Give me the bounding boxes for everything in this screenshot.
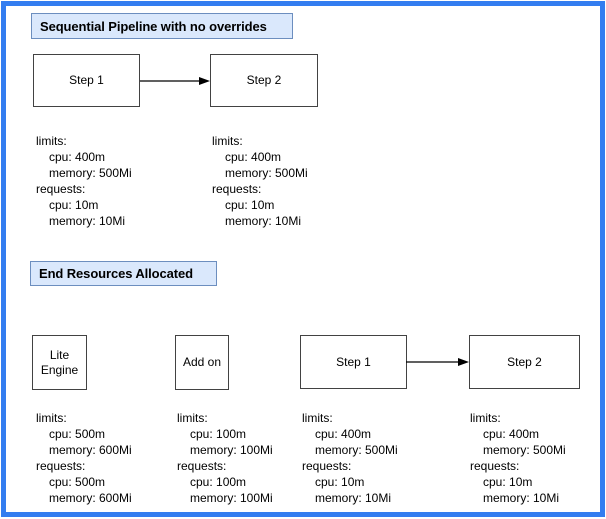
node-bottom-step-1: Step 1 bbox=[300, 335, 407, 389]
resource-line: cpu: 10m bbox=[483, 475, 533, 489]
resource-line: cpu: 10m bbox=[315, 475, 365, 489]
node-bottom-step-2: Step 2 bbox=[469, 335, 580, 389]
resource-line: memory: 100Mi bbox=[190, 491, 273, 505]
node-lite-engine: Lite Engine bbox=[32, 335, 87, 390]
section-title-label: Sequential Pipeline with no overrides bbox=[40, 18, 267, 34]
resources-top-step-1: limits: cpu: 400m memory: 500Mi requests… bbox=[36, 133, 132, 229]
resource-line: memory: 10Mi bbox=[483, 491, 560, 505]
node-label: Step 2 bbox=[246, 73, 282, 87]
section-title-sequential-pipeline: Sequential Pipeline with no overrides bbox=[31, 13, 293, 39]
resource-line: limits: bbox=[36, 411, 67, 425]
node-add-on: Add on bbox=[175, 335, 229, 390]
resource-line: memory: 10Mi bbox=[49, 214, 126, 228]
resource-line: memory: 600Mi bbox=[49, 491, 132, 505]
resources-add-on: limits: cpu: 100m memory: 100Mi requests… bbox=[177, 410, 273, 506]
resource-line: cpu: 400m bbox=[49, 150, 106, 164]
resource-line: requests: bbox=[36, 182, 86, 196]
resources-bottom-step-1: limits: cpu: 400m memory: 500Mi requests… bbox=[302, 410, 398, 506]
arrow-step1-to-step2 bbox=[140, 77, 210, 85]
resource-line: requests: bbox=[177, 459, 227, 473]
resource-line: cpu: 400m bbox=[315, 427, 372, 441]
resource-line: memory: 10Mi bbox=[225, 214, 302, 228]
resource-line: requests: bbox=[302, 459, 352, 473]
arrowhead-icon bbox=[199, 77, 210, 85]
arrowhead-icon bbox=[458, 358, 469, 366]
resource-line: memory: 100Mi bbox=[190, 443, 273, 457]
node-label: Step 1 bbox=[69, 73, 104, 87]
resource-line: cpu: 10m bbox=[225, 198, 275, 212]
resource-line: limits: bbox=[36, 134, 67, 148]
resource-line: requests: bbox=[470, 459, 520, 473]
section-title-label: End Resources Allocated bbox=[39, 266, 193, 281]
resources-bottom-step-2: limits: cpu: 400m memory: 500Mi requests… bbox=[470, 410, 566, 506]
resources-lite-engine: limits: cpu: 500m memory: 600Mi requests… bbox=[36, 410, 132, 506]
resource-line: cpu: 10m bbox=[49, 198, 99, 212]
resource-line: memory: 500Mi bbox=[225, 166, 308, 180]
section-title-end-resources: End Resources Allocated bbox=[30, 261, 217, 286]
resource-line: cpu: 100m bbox=[190, 475, 247, 489]
arrow-step1-to-step2-bottom bbox=[406, 358, 469, 366]
resource-line: cpu: 100m bbox=[190, 427, 247, 441]
resource-line: memory: 10Mi bbox=[315, 491, 392, 505]
resource-line: requests: bbox=[212, 182, 262, 196]
resource-line: memory: 500Mi bbox=[315, 443, 398, 457]
resource-line: requests: bbox=[36, 459, 86, 473]
resource-line: cpu: 500m bbox=[49, 427, 106, 441]
node-label: Add on bbox=[182, 355, 222, 369]
resource-line: limits: bbox=[212, 134, 243, 148]
resource-line: cpu: 500m bbox=[49, 475, 106, 489]
resource-line: cpu: 400m bbox=[483, 427, 540, 441]
resource-line: memory: 500Mi bbox=[483, 443, 566, 457]
node-label: Lite Engine bbox=[40, 347, 79, 377]
node-label: Step 1 bbox=[336, 354, 371, 369]
resource-line: memory: 500Mi bbox=[49, 166, 132, 180]
node-top-step-1: Step 1 bbox=[33, 54, 140, 107]
resource-line: limits: bbox=[177, 411, 208, 425]
resources-top-step-2: limits: cpu: 400m memory: 500Mi requests… bbox=[212, 133, 308, 229]
resource-line: cpu: 400m bbox=[225, 150, 282, 164]
resource-line: limits: bbox=[302, 411, 333, 425]
resource-line: memory: 600Mi bbox=[49, 443, 132, 457]
resource-line: limits: bbox=[470, 411, 501, 425]
node-label: Step 2 bbox=[507, 354, 542, 369]
node-top-step-2: Step 2 bbox=[210, 54, 318, 107]
